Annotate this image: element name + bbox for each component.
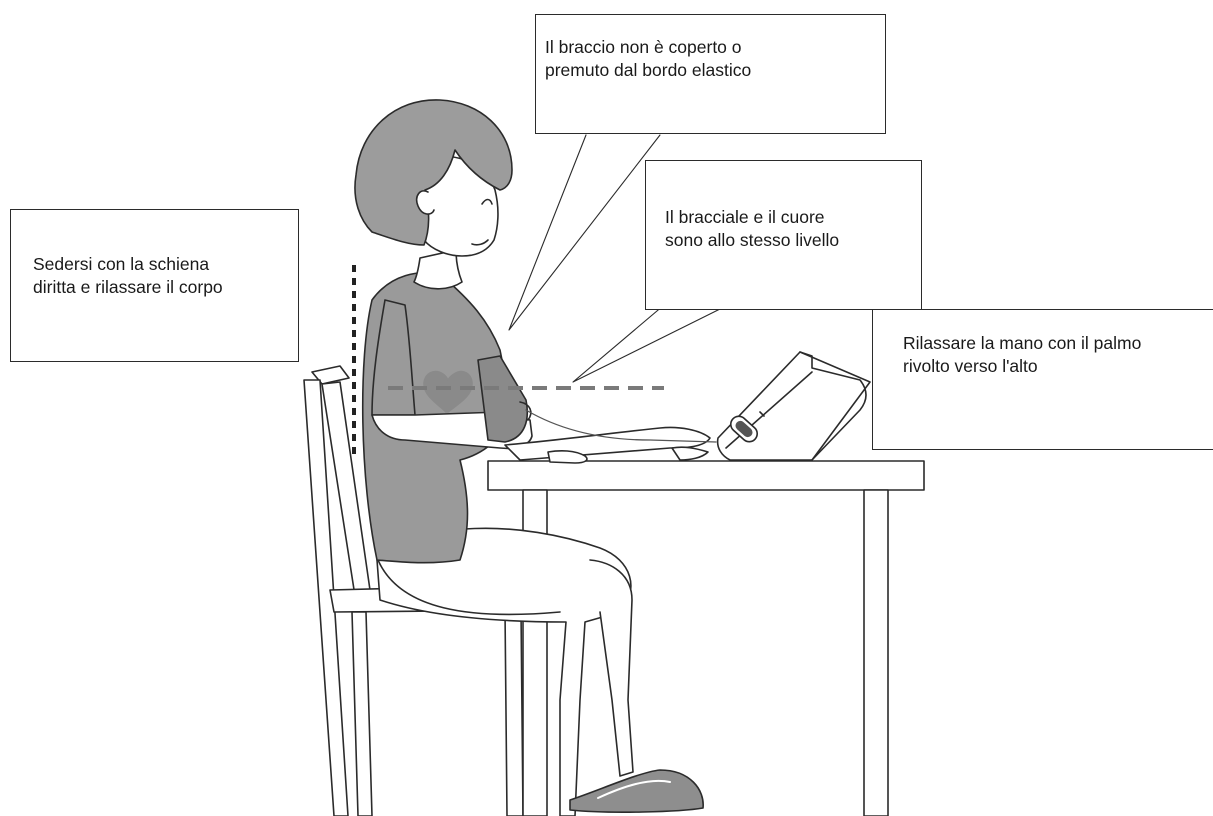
- callout-text-line: Il braccio non è coperto o: [545, 37, 742, 57]
- callout-text-line: premuto dal bordo elastico: [545, 60, 752, 80]
- callout-text-line: Rilassare la mano con il palmo: [903, 333, 1142, 353]
- blood-pressure-monitor: [716, 351, 871, 461]
- sleeve-callout: Il braccio non è coperto o premuto dal b…: [535, 14, 886, 134]
- hand-callout: Rilassare la mano con il palmo rivolto v…: [872, 309, 1213, 450]
- blood-pressure-cuff: [477, 355, 717, 443]
- callout-text-line: Sedersi con la schiena: [33, 254, 210, 274]
- callout-text-line: Il bracciale e il cuore: [665, 207, 825, 227]
- person-neck: [413, 249, 463, 290]
- cuff-heart-level-callout: Il bracciale e il cuore sono allo stesso…: [645, 160, 922, 310]
- posture-callout: Sedersi con la schiena diritta e rilassa…: [10, 209, 299, 362]
- callout-text-line: diritta e rilassare il corpo: [33, 277, 223, 297]
- heart-icon: [423, 370, 473, 413]
- person-lower-body: [376, 527, 634, 816]
- table: [487, 460, 925, 816]
- callout-text-line: sono allo stesso livello: [665, 230, 840, 250]
- person-head: [354, 99, 513, 257]
- callout-text-line: rivolto verso l'alto: [903, 356, 1038, 376]
- slipper: [569, 769, 704, 813]
- chair: [303, 365, 541, 816]
